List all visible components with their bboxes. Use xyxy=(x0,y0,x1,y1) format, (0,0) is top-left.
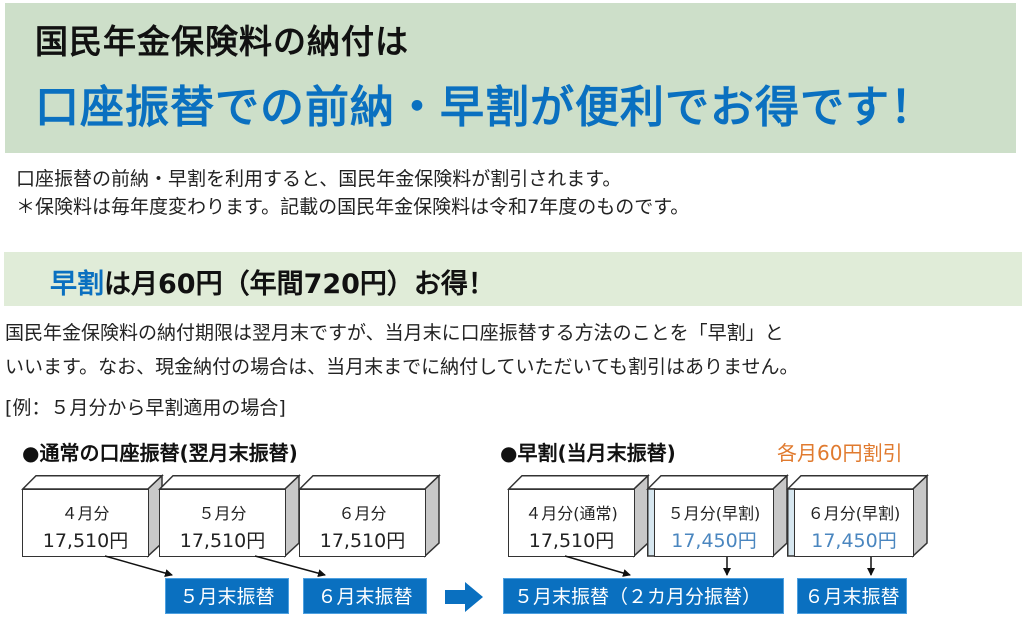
box-month: ６月分(早割) xyxy=(807,504,901,523)
box-3d-frame xyxy=(506,474,650,558)
intro-line-2: ＊保険料は毎年度変わります。記載の国民年金保険料は令和7年度のものです。 xyxy=(16,196,690,218)
box-amount: 17,510円 xyxy=(42,530,129,552)
box-amount: 17,510円 xyxy=(319,530,406,552)
section-header: 早割は月60円（年間720円）お得！ xyxy=(4,252,1022,306)
normal-payment-june: ６月末振替 xyxy=(303,578,427,614)
intro-text: 口座振替の前納・早割を利用すると、国民年金保険料が割引されます。 ＊保険料は毎年… xyxy=(16,165,689,221)
box-3d-frame xyxy=(785,474,929,558)
section-title: 早割は月60円（年間720円）お得！ xyxy=(50,262,495,301)
early-payment-june: ６月末振替 xyxy=(797,578,907,614)
box-3d-frame xyxy=(297,474,441,558)
box-amount-discounted: 17,450円 xyxy=(671,530,757,552)
box-month: ４月分 xyxy=(61,504,110,523)
box-month: ５月分 xyxy=(198,504,247,523)
hero-banner: 国民年金保険料の納付は 口座振替での前納・早割が便利でお得です！ xyxy=(5,3,1016,153)
normal-transfer-heading: ●通常の口座振替(翌月末振替) xyxy=(22,441,298,465)
intro-line-1: 口座振替の前納・早割を利用すると、国民年金保険料が割引されます。 xyxy=(16,168,622,190)
body-paragraph: 国民年金保険料の納付期限は翌月末ですが、当月末に口座振替する方法のことを「早割」… xyxy=(5,316,798,384)
section-title-rest: は月60円（年間720円）お得！ xyxy=(104,269,495,300)
box-amount-discounted: 17,450円 xyxy=(811,530,897,552)
hero-subtitle: 国民年金保険料の納付は xyxy=(35,22,409,61)
box-amount: 17,510円 xyxy=(179,530,266,552)
box-3d-frame xyxy=(645,474,789,558)
box-month: ６月分 xyxy=(338,504,387,523)
hero-title: 口座振替での前納・早割が便利でお得です！ xyxy=(35,82,935,133)
early-payment-may: ５月末振替（２カ月分振替） xyxy=(503,578,784,614)
body-line-2: いいます。なお、現金納付の場合は、当月末までに納付していただいても割引はありませ… xyxy=(5,356,799,378)
normal-payment-may: ５月末振替 xyxy=(165,578,289,614)
body-line-1: 国民年金保険料の納付期限は翌月末ですが、当月末に口座振替する方法のことを「早割」… xyxy=(5,322,784,344)
early-transfer-heading: ●早割(当月末振替) xyxy=(500,441,676,465)
discount-note: 各月60円割引 xyxy=(777,441,903,465)
box-amount: 17,510円 xyxy=(528,530,615,552)
example-label: [例：５月分から早割適用の場合] xyxy=(5,397,286,419)
box-month: ４月分(通常) xyxy=(525,504,618,523)
right-arrow-icon xyxy=(445,582,483,612)
box-month: ５月分(早割) xyxy=(667,504,761,523)
section-title-highlight: 早割 xyxy=(50,269,104,300)
